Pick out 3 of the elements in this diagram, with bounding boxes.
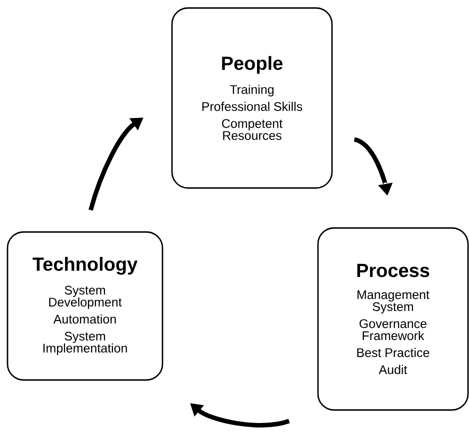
rounded-box: Technology System Development Automation System Implementation [6,231,164,381]
rounded-box: Process Management System Governance Framework Best Practice Audit [317,227,469,411]
rounded-box: People Training Professional Skills Competent Resources [171,7,333,189]
